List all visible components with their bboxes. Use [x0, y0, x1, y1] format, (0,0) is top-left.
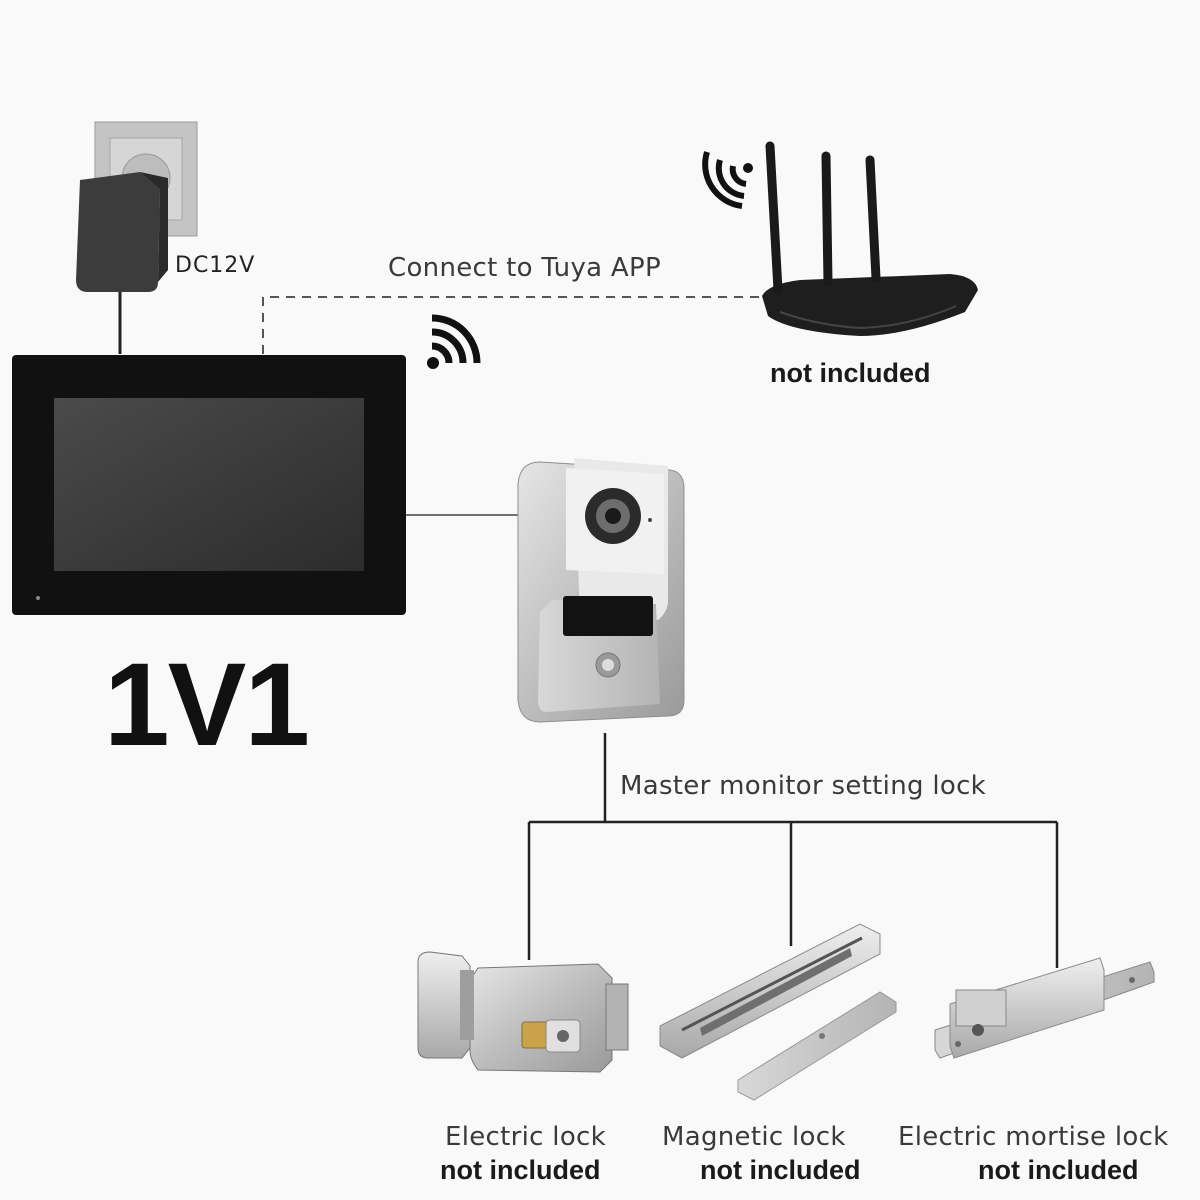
power-adapter-icon: [76, 121, 198, 354]
router-not-included: not included: [770, 358, 931, 388]
app-connection-line: [262, 296, 770, 354]
mortise-lock-name: Electric mortise lock: [898, 1122, 1169, 1152]
magnetic-lock-note: not included: [700, 1155, 861, 1185]
magnetic-lock-icon: [659, 923, 897, 1101]
electric-lock-name: Electric lock: [445, 1122, 606, 1152]
router-wifi-icon: [702, 151, 753, 209]
wifi-icon: [427, 314, 481, 369]
lock-setting-label: Master monitor setting lock: [620, 771, 987, 801]
power-label: DC12V: [175, 253, 256, 278]
doorbell-camera-icon: [517, 458, 685, 723]
model-title: 1V1: [104, 639, 310, 771]
router-icon: [762, 141, 978, 336]
electric-lock-note: not included: [440, 1155, 601, 1185]
magnetic-lock-name: Magnetic lock: [662, 1122, 846, 1152]
mortise-lock-note: not included: [978, 1155, 1139, 1185]
monitor-icon: [12, 355, 406, 615]
app-label: Connect to Tuya APP: [388, 253, 661, 283]
mortise-lock-icon: [934, 957, 1155, 1059]
electric-lock-icon: [417, 951, 629, 1073]
lock-tree-lines: [527, 733, 1059, 968]
